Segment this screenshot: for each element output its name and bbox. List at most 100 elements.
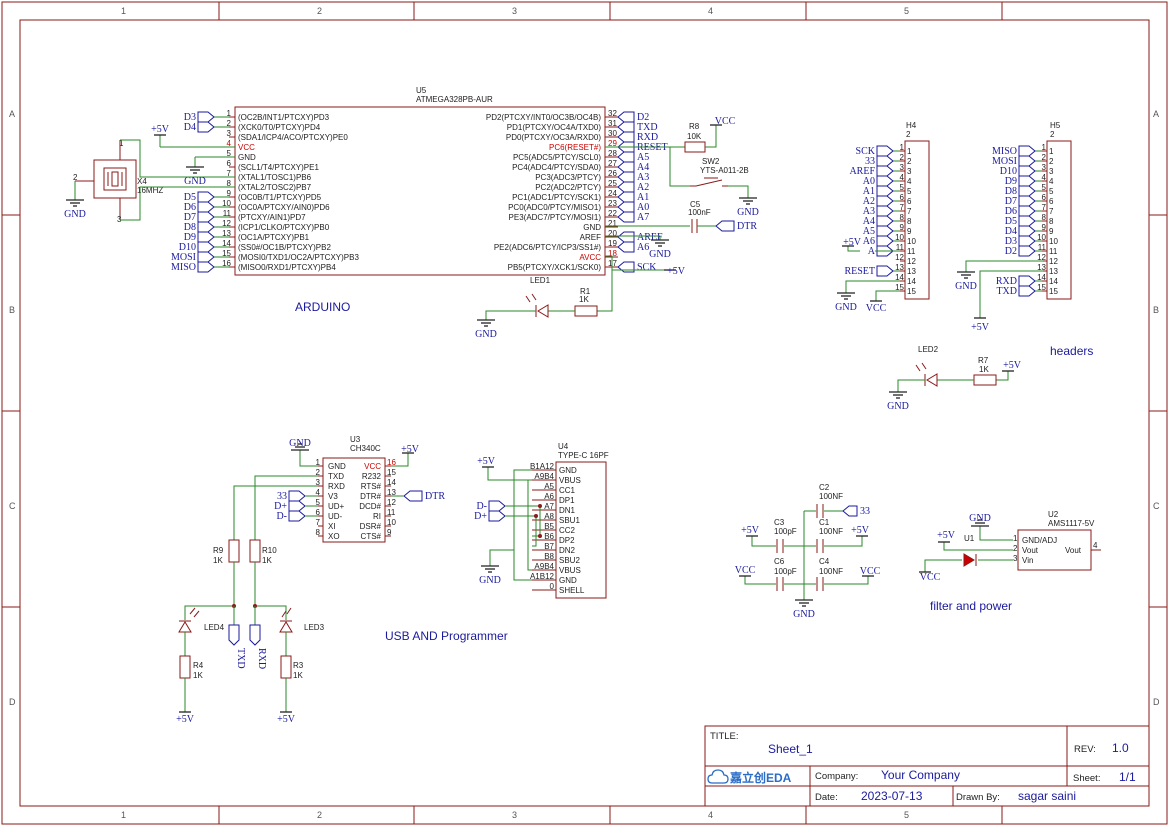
ch340-pin-name: RI bbox=[373, 512, 381, 521]
r4-resistor[interactable] bbox=[179, 655, 191, 679]
mcu-u5[interactable]: U5 ATMEGA328PB-AUR 1(OC2B/INT1/PTCXY)PD3… bbox=[171, 86, 668, 276]
header-pin-index: 6 bbox=[900, 193, 905, 202]
net-flag: A6 bbox=[617, 241, 649, 253]
c6-capacitor[interactable] bbox=[776, 577, 784, 591]
net-flag-shape bbox=[617, 131, 635, 143]
c5-ref: C5 bbox=[690, 200, 701, 209]
r9-resistor[interactable] bbox=[228, 539, 240, 563]
header-pin-number: 2 bbox=[1049, 157, 1054, 166]
mcu-pin-number: 18 bbox=[608, 249, 617, 258]
net-label: D10 bbox=[179, 242, 196, 253]
power-label: +5V bbox=[1003, 360, 1022, 371]
net-flag-shape bbox=[876, 265, 894, 277]
c3-capacitor[interactable] bbox=[776, 539, 784, 553]
net-flag-shape bbox=[1018, 275, 1036, 287]
r10-resistor[interactable] bbox=[249, 539, 261, 563]
gnd-label: GND bbox=[737, 207, 759, 218]
net-label: A3 bbox=[637, 172, 649, 183]
drawn-label: Drawn By: bbox=[956, 792, 1000, 803]
vcc-symbol: VCC bbox=[919, 571, 941, 583]
led4-diode[interactable] bbox=[178, 607, 200, 633]
reset-switch[interactable] bbox=[690, 177, 728, 187]
r8-resistor[interactable] bbox=[684, 141, 706, 153]
c4-capacitor[interactable] bbox=[816, 577, 824, 591]
header-h5[interactable]: H5 2 11MISO22MOSI33D1044D955D866D777D688… bbox=[992, 121, 1072, 300]
net-flag: RXD bbox=[996, 275, 1036, 287]
led2-diode[interactable] bbox=[915, 362, 938, 387]
mcu-body bbox=[234, 106, 606, 276]
net-flag-shape bbox=[1018, 155, 1036, 167]
net-label: A3 bbox=[863, 206, 875, 217]
net-label: AREF bbox=[849, 166, 875, 177]
regulator-u2[interactable]: U2 AMS1117-5V GND/ADJ Vout Vin 1 2 3 Vou… bbox=[1013, 510, 1101, 571]
net-label: DTR bbox=[425, 491, 445, 502]
usbc-pin-name: VBUS bbox=[559, 566, 581, 575]
header-pin-index: 11 bbox=[1038, 243, 1047, 252]
header-pin-number: 5 bbox=[907, 187, 912, 196]
net-flag: D4 bbox=[184, 121, 215, 133]
net-flag: AREF bbox=[849, 165, 894, 177]
frame-row-label: B bbox=[1153, 305, 1159, 315]
net-flag-shape bbox=[876, 245, 894, 257]
mcu-pin-number: 32 bbox=[608, 109, 617, 118]
net-label: MISO bbox=[992, 146, 1017, 157]
r1-resistor[interactable] bbox=[574, 305, 598, 317]
frame-col-label: 1 bbox=[121, 810, 126, 820]
header-pin-number: 1 bbox=[907, 147, 912, 156]
c5-capacitor[interactable] bbox=[691, 219, 698, 233]
c2-capacitor[interactable] bbox=[816, 504, 824, 518]
net-flag-shape bbox=[617, 211, 635, 223]
ch340-pin-name: VCC bbox=[364, 462, 381, 471]
h5-sub: 2 bbox=[1050, 130, 1055, 139]
filter-caps: C2 100NF C3 100pF C1 100NF C6 100pF C4 1… bbox=[744, 483, 869, 600]
header-h4[interactable]: H4 2 11SCK223333AREF44A055A166A277A388A4… bbox=[844, 121, 930, 300]
mcu-pin-name: PC5(ADC5/PTCY/SCL0) bbox=[513, 153, 601, 162]
u1-diode[interactable] bbox=[963, 553, 977, 567]
r1-ref: R1 bbox=[580, 287, 591, 296]
mcu-pin-number: 8 bbox=[227, 179, 232, 188]
gnd-label: GND bbox=[793, 609, 815, 620]
gnd-symbol: GND bbox=[475, 319, 497, 340]
mcu-pin-number: 21 bbox=[608, 219, 617, 228]
net-flag-shape bbox=[1018, 285, 1036, 297]
frame-col-label: 2 bbox=[317, 810, 322, 820]
r7-resistor[interactable] bbox=[973, 374, 997, 386]
net-label: D2 bbox=[1005, 246, 1017, 257]
net-flag: D7 bbox=[184, 211, 215, 223]
r3-resistor[interactable] bbox=[280, 655, 292, 679]
net-label: 33 bbox=[277, 491, 287, 502]
net-flag: TXD bbox=[617, 121, 658, 133]
mcu-pin-name: GND bbox=[238, 153, 256, 162]
header-pin-index: 6 bbox=[1042, 193, 1047, 202]
net-label: A1 bbox=[863, 186, 875, 197]
x4-pin: 2 bbox=[73, 173, 78, 182]
net-flag: D6 bbox=[1005, 205, 1036, 217]
ch340-pin-name: DSR# bbox=[360, 522, 382, 531]
net-label: D9 bbox=[1005, 176, 1017, 187]
sw2-ref: SW2 bbox=[702, 157, 720, 166]
gnd-symbol: GND bbox=[649, 239, 671, 260]
r8-value: 10K bbox=[687, 132, 702, 141]
title-label: TITLE: bbox=[710, 731, 739, 742]
header-pin-number: 5 bbox=[1049, 187, 1054, 196]
usbc-pin-name: VBUS bbox=[559, 476, 581, 485]
r3-value: 1K bbox=[293, 671, 303, 680]
frame-col-label: 3 bbox=[512, 6, 517, 16]
rxd-net-flag: RXD bbox=[249, 624, 267, 669]
mcu-part: ATMEGA328PB-AUR bbox=[416, 95, 493, 104]
net-flag: A3 bbox=[863, 205, 894, 217]
ch340-pin-name: CTS# bbox=[361, 532, 382, 541]
mcu-pin-name: (MISO0/RXD1/PTCXY)PB4 bbox=[238, 263, 336, 272]
plus5v-symbol: +5V bbox=[741, 525, 760, 537]
net-label: D3 bbox=[184, 112, 196, 123]
c1-capacitor[interactable] bbox=[816, 539, 824, 553]
frame-row-label: A bbox=[1153, 109, 1159, 119]
net-flag-shape bbox=[197, 221, 215, 233]
led1-diode[interactable] bbox=[525, 293, 549, 318]
crystal-x4[interactable]: 1 2 3 X4 16MHZ bbox=[73, 139, 163, 224]
net-flag: A2 bbox=[617, 181, 649, 193]
mcu-pin-number: 19 bbox=[608, 239, 617, 248]
power-label: +5V bbox=[477, 456, 496, 467]
